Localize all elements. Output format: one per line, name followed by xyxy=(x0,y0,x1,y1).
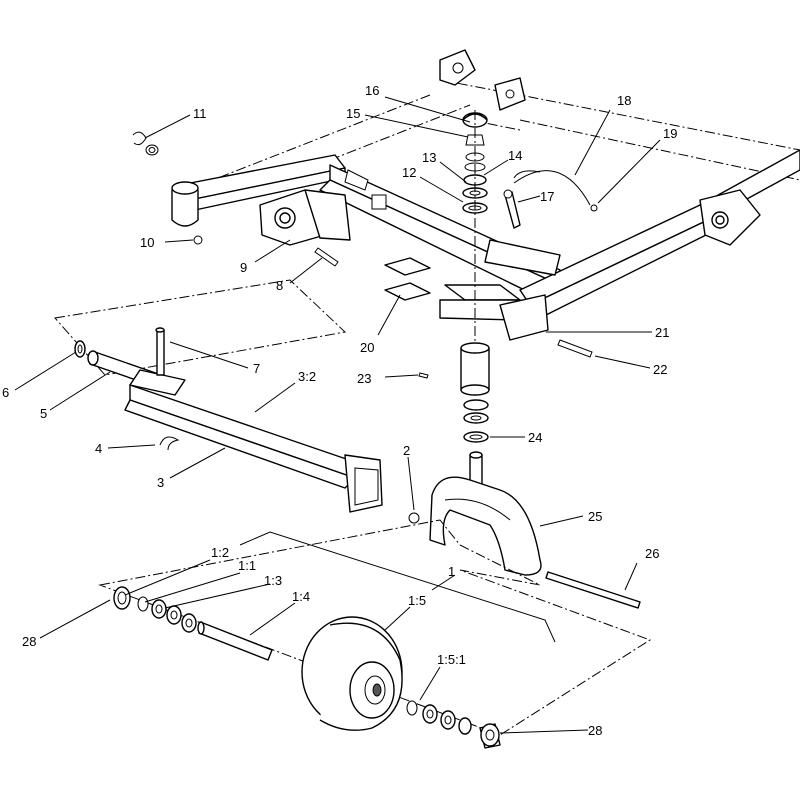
wheel-bearings-right xyxy=(406,700,501,749)
callout-5: 5 xyxy=(40,406,47,421)
callout-2: 2 xyxy=(403,443,410,458)
caster-spindle xyxy=(460,342,490,496)
callout-17: 17 xyxy=(540,189,554,204)
callout-22: 22 xyxy=(653,362,667,377)
callout-28-left: 28 xyxy=(22,634,36,649)
callout-1-4: 1:4 xyxy=(292,589,310,604)
callout-13: 13 xyxy=(422,150,436,165)
callout-26: 26 xyxy=(645,546,659,561)
callout-8: 8 xyxy=(276,278,283,293)
callout-21: 21 xyxy=(655,325,669,340)
callout-18: 18 xyxy=(617,93,631,108)
callout-1-5: 1:5 xyxy=(408,593,426,608)
callout-1-3: 1:3 xyxy=(264,573,282,588)
callout-28-right: 28 xyxy=(588,723,602,738)
main-frame xyxy=(171,49,800,341)
callout-9: 9 xyxy=(240,260,247,275)
part-6-washer xyxy=(74,340,86,358)
callout-23: 23 xyxy=(357,371,371,386)
callout-15: 15 xyxy=(346,106,360,121)
part-1-5-tire xyxy=(301,616,403,731)
wheel-group-bracket xyxy=(239,531,556,643)
callout-1-2: 1:2 xyxy=(211,545,229,560)
part-22-bolt xyxy=(557,339,593,358)
callout-12: 12 xyxy=(402,165,416,180)
spindle-stack xyxy=(462,110,488,350)
part-26-bolt xyxy=(545,571,641,609)
callout-11: 11 xyxy=(193,106,207,121)
callout-10: 10 xyxy=(140,235,154,250)
callout-labels: 11 16 15 18 19 13 14 12 17 10 9 8 20 21 … xyxy=(2,83,677,738)
part-25-caster-fork xyxy=(429,476,542,576)
callout-24: 24 xyxy=(528,430,542,445)
callout-1-5-1: 1:5:1 xyxy=(437,652,466,667)
part-2-nut xyxy=(408,512,420,524)
wheel-bearings-left xyxy=(113,586,197,633)
callout-16: 16 xyxy=(365,83,379,98)
callout-7: 7 xyxy=(253,361,260,376)
front-arm xyxy=(54,279,383,513)
callout-6: 6 xyxy=(2,385,9,400)
part-11-clip xyxy=(132,131,159,156)
callout-20: 20 xyxy=(360,340,374,355)
callout-3-2: 3:2 xyxy=(298,369,316,384)
callout-3: 3 xyxy=(157,475,164,490)
leader-lines xyxy=(14,96,661,734)
part-17-pin xyxy=(503,170,598,229)
part-8-bolt xyxy=(314,247,339,267)
callout-4: 4 xyxy=(95,441,102,456)
part-10-nut xyxy=(193,235,203,245)
wheel-phantom-box xyxy=(98,519,652,736)
part-23-bolt xyxy=(418,372,429,379)
callout-1: 1 xyxy=(448,564,455,579)
callout-19: 19 xyxy=(663,126,677,141)
part-4-hairpin xyxy=(159,436,180,451)
callout-14: 14 xyxy=(508,148,522,163)
callout-1-1: 1:1 xyxy=(238,558,256,573)
callout-25: 25 xyxy=(588,509,602,524)
part-20-pads xyxy=(384,257,431,301)
part-1-4-spacer xyxy=(197,621,273,661)
